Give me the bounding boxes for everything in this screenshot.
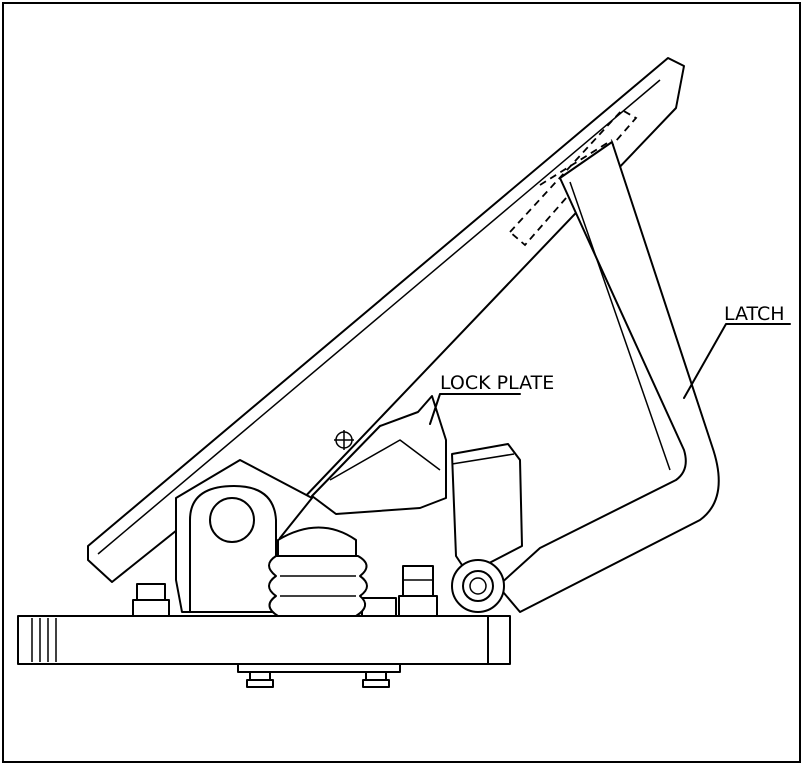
latch-block xyxy=(451,443,523,575)
bottom-bolts xyxy=(246,671,390,688)
lock-plate xyxy=(311,395,447,515)
lock-plate-label: LOCK PLATE xyxy=(440,372,554,394)
latch-label: LATCH xyxy=(724,303,785,325)
spring-bellows xyxy=(268,526,368,617)
latch-pivot xyxy=(451,559,505,613)
plate-bolts xyxy=(132,565,438,617)
latch-arm xyxy=(497,141,720,613)
base-plate xyxy=(17,615,511,673)
leader-lines xyxy=(429,323,791,425)
